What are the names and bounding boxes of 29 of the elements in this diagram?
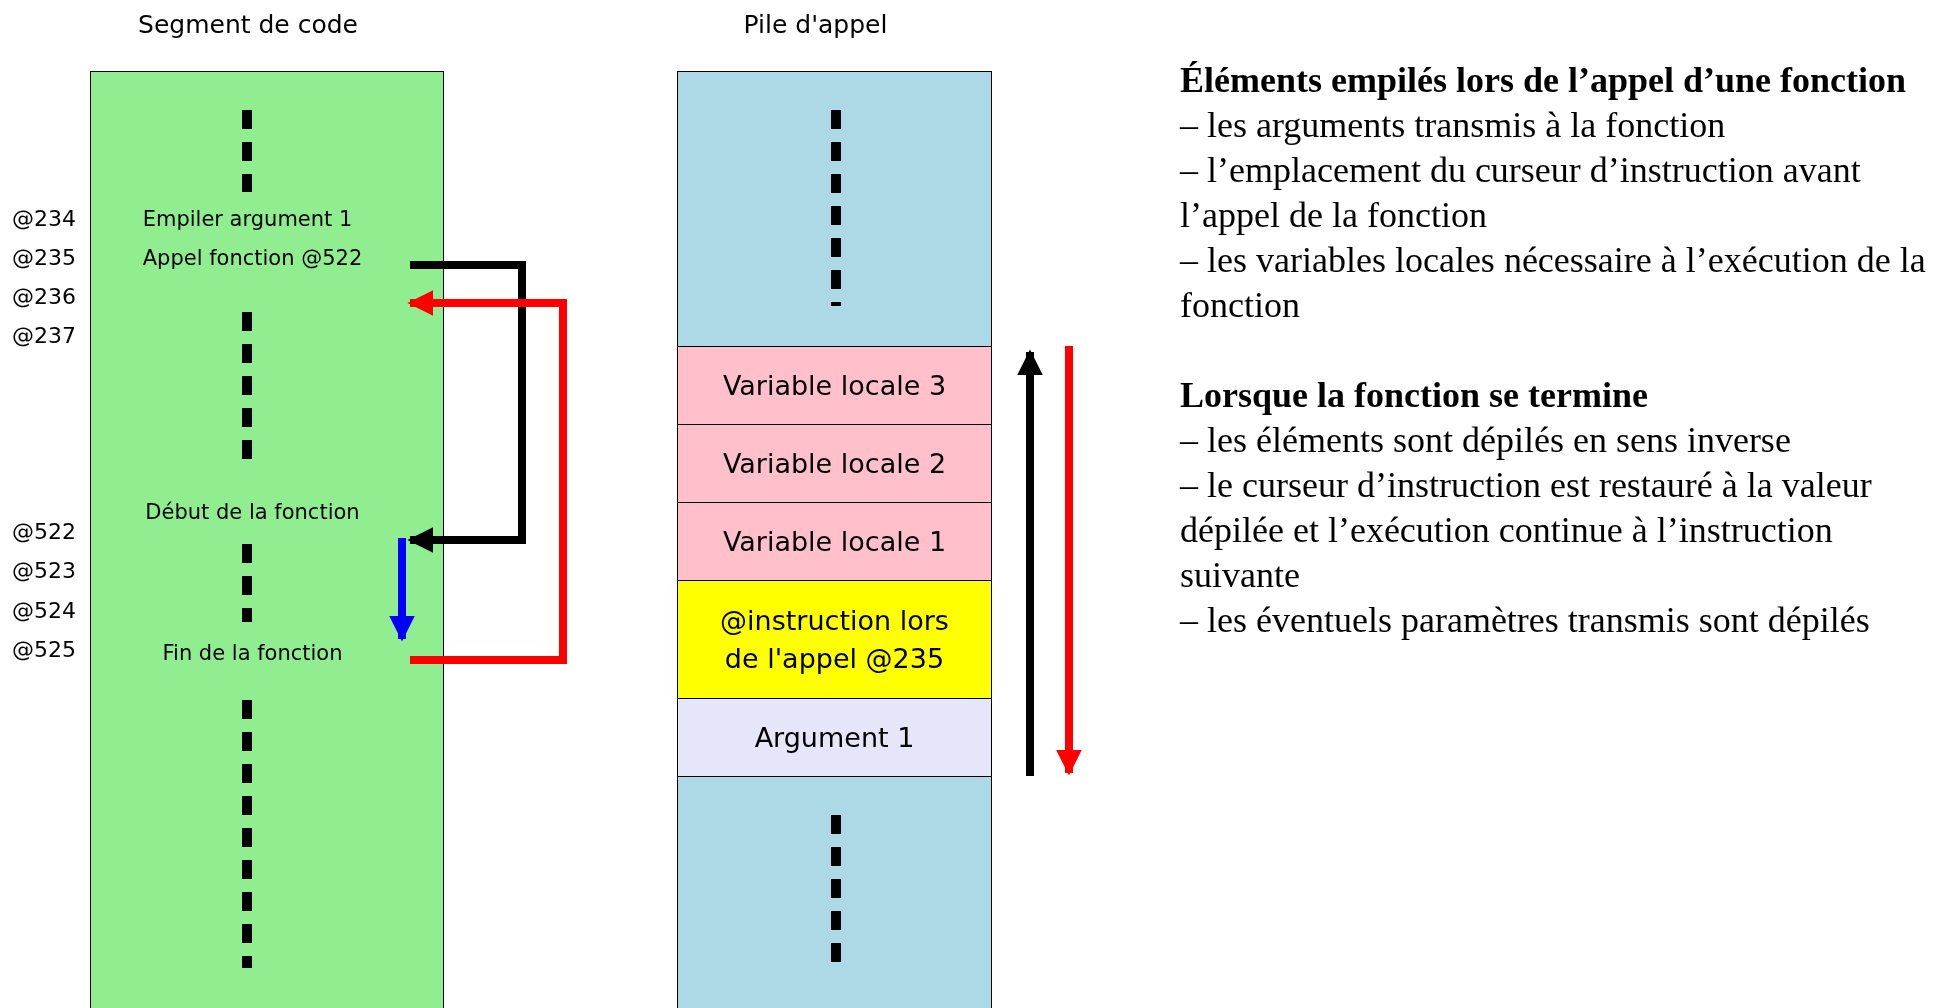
- stack-cell: Variable locale 3: [677, 346, 992, 425]
- bullet-text: – les variables locales nécessaire à l’exécution de la fonction: [1180, 239, 1927, 327]
- column-title: Pile d'appel: [742, 10, 889, 39]
- address-label: @524: [12, 598, 76, 623]
- address-label: @237: [12, 323, 76, 348]
- stack-cell: Variable locale 2: [677, 424, 992, 503]
- address-label: @234: [12, 206, 76, 231]
- address-label: @525: [12, 637, 76, 662]
- bullet-text: – les éléments sont dépilés en sens inverse: [1180, 419, 1792, 462]
- bullet-text: – l’emplacement du curseur d’instruction avant l’appel de la fonction: [1180, 149, 1862, 237]
- heading: Lorsque la fonction se termine: [1180, 374, 1649, 417]
- stack-cell: Variable locale 1: [677, 502, 992, 581]
- arrow: [407, 290, 567, 664]
- heading: Éléments empilés lors de l’appel d’une fonction: [1180, 59, 1907, 102]
- code-line: Appel fonction @522: [142, 245, 363, 272]
- code-line: Empiler argument 1: [142, 206, 353, 234]
- address-label: @235: [12, 245, 76, 270]
- stack-cell: @instruction lors de l'appel @235: [677, 580, 992, 699]
- bullet-text: – les arguments transmis à la fonction: [1180, 104, 1727, 147]
- column-title: Segment de code: [137, 10, 359, 39]
- stack-cell: Argument 1: [677, 698, 992, 777]
- address-label: @523: [12, 558, 76, 583]
- arrow: [407, 261, 526, 553]
- address-label: @236: [12, 284, 76, 309]
- address-label: @522: [12, 519, 76, 544]
- bullet-text: – les éventuels paramètres transmis sont dépilés: [1180, 599, 1871, 642]
- bullet-text: – le curseur d’instruction est restauré à la valeur dépilée et l’exécution continue à l’instruction suivante: [1180, 464, 1873, 597]
- code-line: Fin de la fonction: [162, 640, 343, 668]
- code-line: Début de la fonction: [145, 499, 360, 526]
